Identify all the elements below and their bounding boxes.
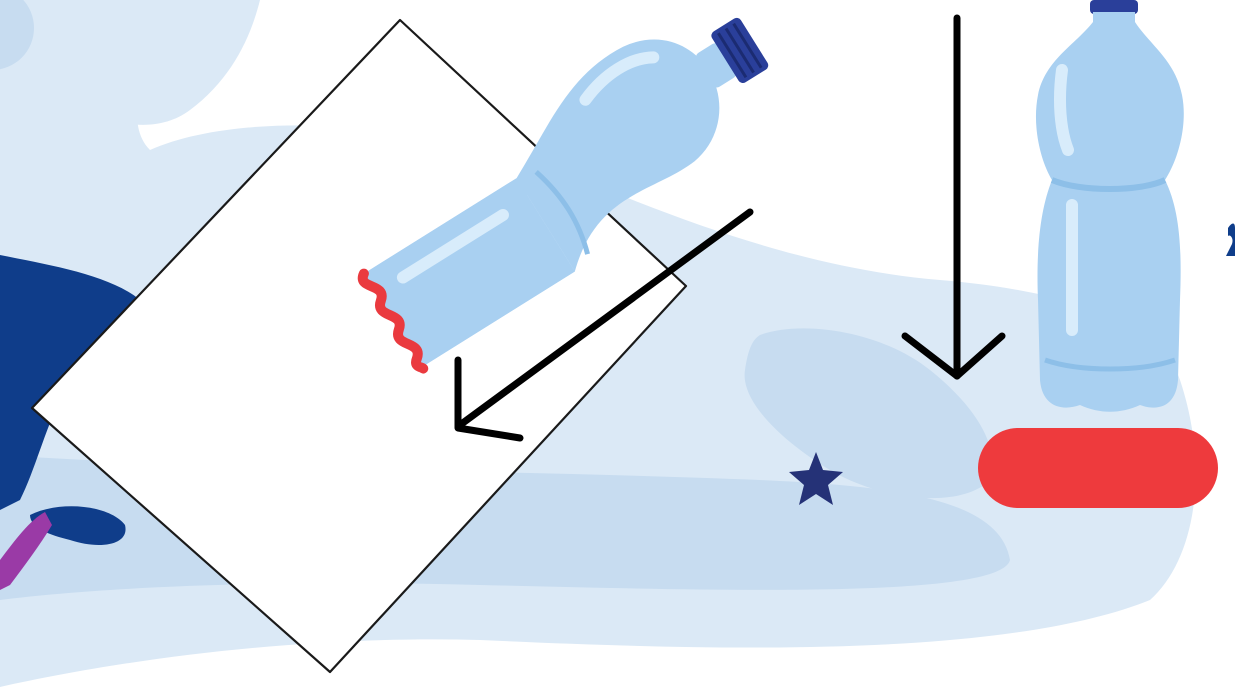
plastic-bottle-icon <box>1036 0 1184 412</box>
red-oval-base <box>978 428 1218 508</box>
